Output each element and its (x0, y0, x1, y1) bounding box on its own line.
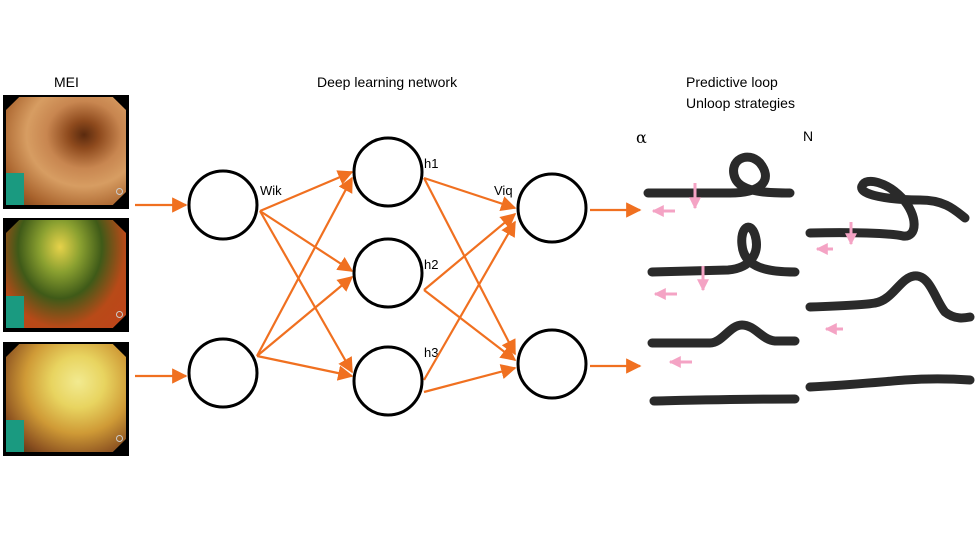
alpha-scope-2 (647, 222, 800, 277)
edge-i1-h3 (259, 210, 353, 374)
network-title: Deep learning network (317, 74, 458, 90)
alpha-column-label: α (636, 128, 647, 147)
edge-i2-h1 (256, 176, 353, 357)
alpha-scope-1 (643, 152, 795, 198)
weight-viq-label: Viq (494, 183, 513, 198)
hidden-node-h2 (352, 237, 424, 309)
edge-i1-h1 (259, 170, 354, 213)
hidden-node-h1 (352, 136, 424, 208)
hidden-h3-label: h3 (424, 345, 439, 360)
endoscopic-image-1 (3, 95, 129, 209)
mei-title: MEI (54, 74, 79, 90)
n-column-label: N (803, 128, 814, 144)
edge-h1-o2 (423, 177, 516, 356)
n-scope-3 (805, 374, 975, 392)
edge-i2-h2 (256, 276, 354, 357)
input-node-1 (187, 169, 259, 241)
n-scope-1 (805, 176, 970, 241)
output-node-1 (516, 172, 588, 244)
edge-h3-o1 (423, 220, 516, 381)
edge-h1-o1 (423, 176, 517, 211)
unloop-strategies-title: Unloop strategies (686, 95, 795, 111)
weight-wik-label: Wik (260, 183, 282, 198)
hidden-h1-label: h1 (424, 156, 439, 171)
hidden-h2-label: h2 (424, 257, 439, 272)
n-scope-2 (805, 271, 975, 323)
alpha-scope-4 (649, 394, 800, 406)
alpha-scope-3 (647, 320, 800, 348)
edge-h3-o2 (423, 364, 517, 394)
edge-i2-h3 (256, 354, 354, 381)
input-node-2 (187, 337, 259, 409)
endoscopic-image-2 (3, 218, 129, 332)
predictive-loop-title: Predictive loop (686, 74, 778, 90)
hidden-node-h3 (352, 345, 424, 417)
edge-i1-h2 (259, 210, 354, 272)
edge-h2-o2 (423, 289, 517, 361)
edge-h2-o1 (423, 213, 517, 291)
output-node-2 (516, 328, 588, 400)
endoscopic-image-3 (3, 342, 129, 456)
